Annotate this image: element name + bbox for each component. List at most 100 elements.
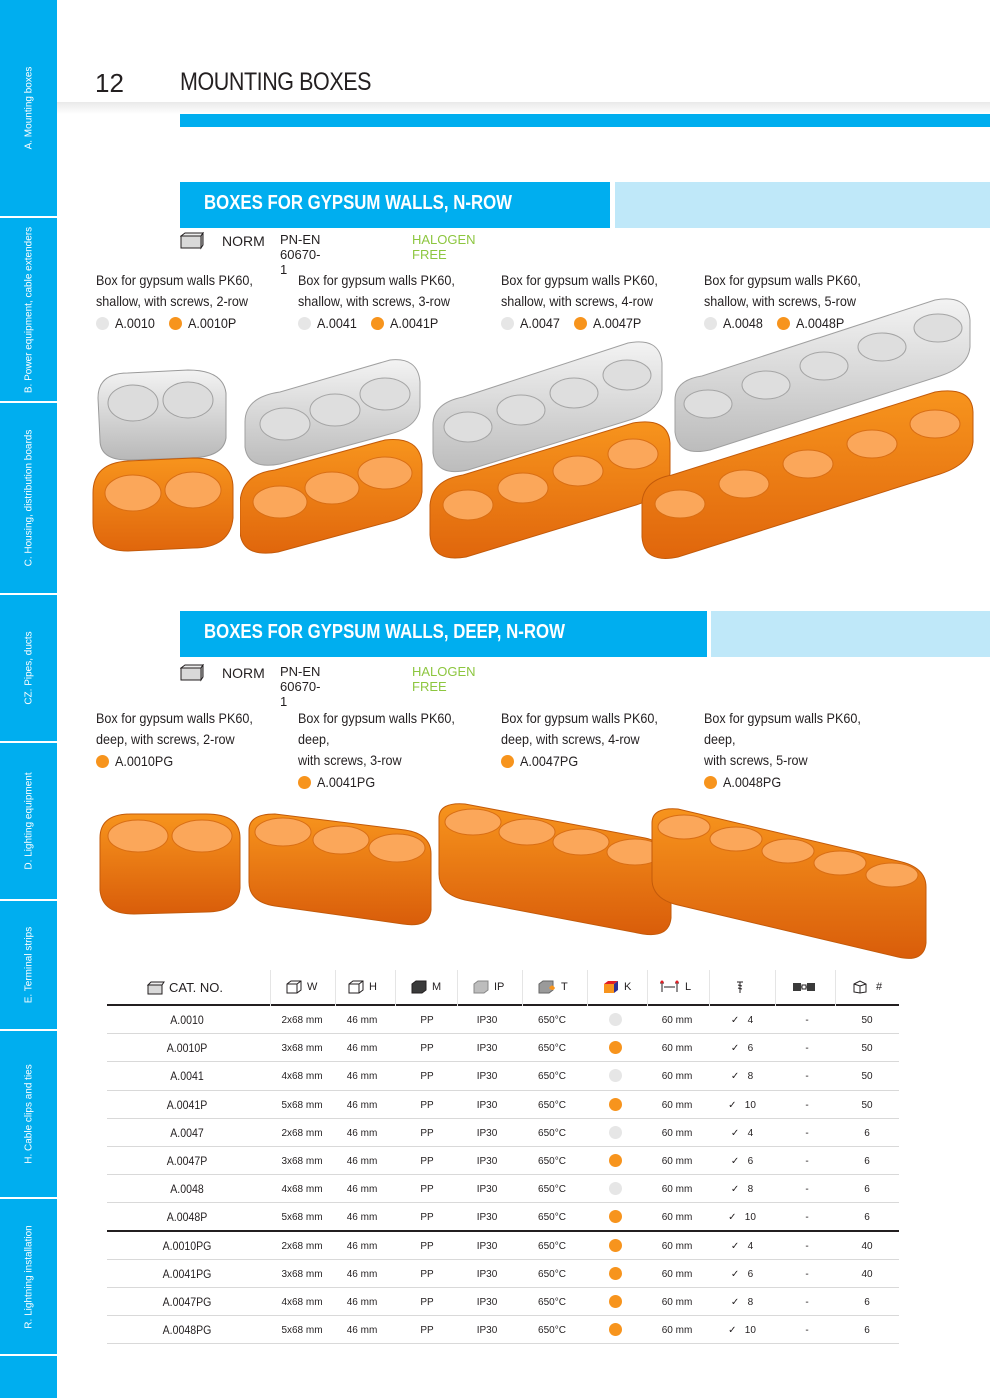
header-label: M: [432, 981, 442, 993]
table-row: A.0041PG 3x68 mm 46 mm PP IP30 650°C 60 …: [107, 1260, 899, 1288]
cell-quantity: 50: [861, 1099, 873, 1111]
norm-label: NORM: [222, 665, 265, 681]
table-row: A.0041P 5x68 mm 46 mm PP IP30 650°C 60 m…: [107, 1091, 899, 1119]
cell-height: 46 mm: [346, 1325, 378, 1337]
product-desc: Box for gypsum walls PK60, shallow, with…: [96, 272, 253, 309]
product-caption: Box for gypsum walls PK60, deep, with sc…: [96, 708, 296, 772]
cell-color: [607, 1266, 623, 1283]
cell-cat-no: A.0010PG: [162, 1238, 212, 1253]
sidebar-tab-pipes[interactable]: CZ. Pipes, ducts: [0, 595, 57, 743]
screw-count: 8: [747, 1184, 754, 1196]
sidebar-tab-end: [0, 1356, 57, 1400]
cell-quantity: 50: [861, 1071, 873, 1083]
cell-quantity: 6: [864, 1296, 870, 1308]
cell-material: PP: [420, 1015, 434, 1026]
orange-dot-icon: [298, 776, 311, 789]
product-code: A.0041: [317, 315, 357, 331]
cell-length: 60 mm: [661, 1240, 693, 1252]
color-dot-icon: [608, 1323, 622, 1337]
cell-height: 46 mm: [346, 1099, 378, 1111]
halogen-free-label: HALOGEN FREE: [412, 664, 476, 694]
cell-clamp: -: [805, 1071, 809, 1083]
product-code: A.0041P: [390, 315, 439, 331]
page-title: MOUNTING BOXES: [180, 68, 372, 96]
cell-color: [607, 1210, 623, 1226]
cell-height: 46 mm: [346, 1043, 378, 1055]
product-code: A.0048: [723, 315, 763, 331]
cell-color: [607, 1041, 623, 1057]
cell-screws: ✓ 4: [722, 1241, 762, 1252]
header-cat-no: CAT. NO.: [147, 980, 223, 995]
sidebar-tab-terminal-strips[interactable]: E. Terminal strips: [0, 901, 57, 1031]
column-separator: [270, 970, 271, 1006]
box-icon: [180, 232, 204, 250]
header-length: L: [659, 980, 691, 994]
section-2-title-bar: BOXES FOR GYPSUM WALLS, DEEP, N-ROW: [180, 611, 707, 657]
color-cube-icon: [604, 981, 618, 993]
product-code: A.0048PG: [723, 774, 782, 790]
table-body: A.0010 2x68 mm 46 mm PP IP30 650°C 60 mm…: [107, 1006, 899, 1345]
cell-quantity: 50: [861, 1043, 873, 1055]
cell-width: 3x68 mm: [281, 1268, 323, 1280]
cell-material: PP: [420, 1099, 434, 1111]
column-separator: [835, 970, 836, 1006]
grey-dot-icon: [501, 317, 514, 330]
header-screws: [735, 980, 745, 994]
screw-count: 6: [747, 1043, 754, 1055]
section-1-title-bar: BOXES FOR GYPSUM WALLS, N-ROW: [180, 182, 610, 228]
sidebar-tab-housing[interactable]: C. Housing, distribution boards: [0, 403, 57, 595]
section-2-title-bar-light: [711, 611, 990, 657]
header-ip: IP: [472, 980, 504, 994]
orange-dot-icon: [704, 776, 717, 789]
header-label: IP: [494, 981, 505, 993]
sidebar-tab-lighting[interactable]: D. Lighting equipment: [0, 743, 57, 901]
header-label: T: [561, 981, 568, 993]
grey-dot-icon: [96, 317, 109, 330]
cell-length: 60 mm: [661, 1296, 693, 1308]
header-label: L: [685, 981, 692, 993]
cell-temperature: 650°C: [538, 1296, 566, 1308]
check-icon: ✓: [730, 1015, 740, 1026]
cell-quantity: 6: [864, 1212, 870, 1224]
package-icon: [853, 980, 867, 994]
cell-cat-no: A.0048P: [166, 1210, 208, 1225]
check-icon: ✓: [728, 1212, 737, 1224]
cell-length: 60 mm: [661, 1071, 693, 1083]
check-icon: ✓: [728, 1325, 737, 1337]
check-icon: ✓: [728, 1099, 737, 1111]
cell-clamp: -: [805, 1212, 809, 1224]
cell-width: 2x68 mm: [281, 1240, 323, 1252]
column-separator: [395, 970, 396, 1006]
orange-dot-icon: [169, 317, 183, 330]
grey-dot-icon: [298, 317, 311, 330]
color-dot-icon: [608, 1266, 622, 1280]
header-temperature: T: [537, 980, 568, 994]
cell-screws: ✓ 8: [722, 1297, 762, 1308]
cell-material: PP: [420, 1071, 434, 1083]
color-dot-icon: [608, 1294, 622, 1308]
cell-width: 5x68 mm: [281, 1325, 323, 1337]
cell-material: PP: [420, 1325, 434, 1337]
column-separator: [522, 970, 523, 1006]
sidebar-tab-lightning[interactable]: R. Lightning installation: [0, 1199, 57, 1356]
cell-screws: ✓ 4: [722, 1015, 762, 1026]
cell-height: 46 mm: [346, 1212, 378, 1224]
product-desc: Box for gypsum walls PK60, deep, with sc…: [501, 710, 658, 747]
cell-temperature: 650°C: [538, 1325, 566, 1337]
product-caption: Box for gypsum walls PK60, shallow, with…: [298, 270, 498, 334]
box-icon: [180, 664, 204, 682]
cell-quantity: 40: [861, 1240, 873, 1252]
check-icon: ✓: [730, 1043, 740, 1055]
header-label: W: [307, 981, 318, 993]
screw-count: 10: [744, 1325, 756, 1337]
cell-clamp: -: [805, 1325, 809, 1337]
color-dot-icon: [608, 1069, 622, 1083]
cell-ip: IP30: [476, 1099, 498, 1111]
cell-temperature: 650°C: [538, 1268, 566, 1280]
cell-width: 4x68 mm: [281, 1184, 323, 1196]
product-caption: Box for gypsum walls PK60, shallow, with…: [501, 270, 701, 334]
sidebar-tab-power-equipment[interactable]: B. Power equipment, cable extenders: [0, 218, 57, 403]
sidebar-tab-mounting-boxes[interactable]: A. Mounting boxes: [0, 0, 57, 218]
sidebar-tab-cable-clips[interactable]: H. Cable clips and ties: [0, 1031, 57, 1199]
cell-ip: IP30: [476, 1071, 498, 1083]
